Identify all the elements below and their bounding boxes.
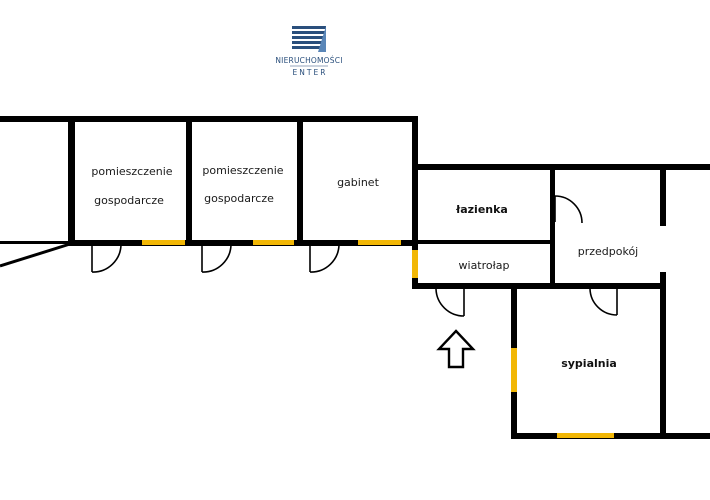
wall-bathroom-vestibule xyxy=(418,240,554,244)
window-office xyxy=(358,240,401,245)
up-arrow-icon xyxy=(436,329,476,369)
room-label-bedroom: sypialnia xyxy=(561,357,617,370)
wall-hallway-right-upper xyxy=(660,170,666,226)
room-label-office: gabinet xyxy=(337,176,380,189)
wall-bottom-left-block xyxy=(68,240,418,246)
window-bedroom-side xyxy=(511,348,517,392)
door-storage2 xyxy=(201,243,232,273)
room-label-hallway: przedpokój xyxy=(578,245,639,258)
window-vestibule xyxy=(412,250,418,278)
wall-office-right xyxy=(412,116,418,288)
room-label-storage2-line2: gospodarcze xyxy=(204,192,274,205)
room-label-storage1-line2: gospodarcze xyxy=(94,194,164,207)
wall-top-right xyxy=(412,164,710,170)
room-label-vestibule: wiatrołap xyxy=(459,259,510,272)
wall-bottom-far-left xyxy=(0,241,72,244)
wall-storage1-left xyxy=(68,116,75,245)
wall-storage-office-divider xyxy=(297,116,303,245)
window-bedroom-bottom xyxy=(557,433,614,438)
logo-line2: ENTER xyxy=(293,68,328,77)
wall-vestibule-bottom xyxy=(412,283,665,289)
window-storage2 xyxy=(253,240,294,245)
door-entrance xyxy=(435,288,465,317)
room-label-storage2-line1: pomieszczenie xyxy=(202,164,283,177)
company-logo: NIERUCHOMOŚCI ENTER xyxy=(275,26,342,77)
door-storage1 xyxy=(91,243,122,273)
building-logo-icon xyxy=(292,26,326,52)
wall-diagonal xyxy=(0,242,71,268)
wall-bedroom-right xyxy=(660,272,666,437)
door-office xyxy=(309,243,340,273)
window-storage1 xyxy=(142,240,185,245)
wall-storage-divider xyxy=(186,116,192,245)
windows xyxy=(142,240,614,438)
room-label-bathroom: łazienka xyxy=(455,203,508,216)
room-label-storage1-line1: pomieszczenie xyxy=(91,165,172,178)
doors xyxy=(91,195,618,317)
door-bedroom xyxy=(589,288,618,316)
logo-line1: NIERUCHOMOŚCI xyxy=(275,56,342,65)
wall-top-left xyxy=(0,116,418,122)
wall-bathroom-right xyxy=(550,170,555,286)
door-bathroom xyxy=(554,195,583,224)
